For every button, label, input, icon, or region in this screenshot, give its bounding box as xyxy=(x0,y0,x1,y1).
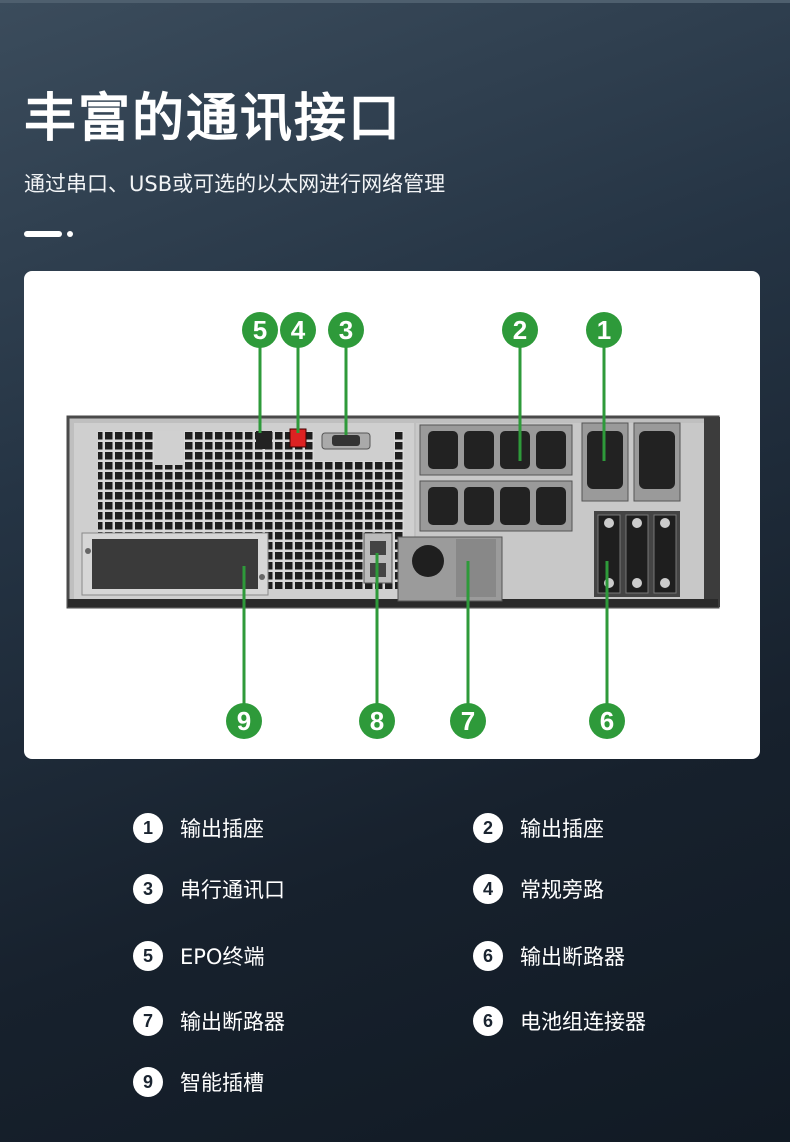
legend-item: 5 EPO终端 xyxy=(133,939,264,973)
callout-6-label: 6 xyxy=(600,706,614,736)
legend-number-badge: 7 xyxy=(133,1006,163,1036)
legend-item: 7 输出断路器 xyxy=(133,1004,285,1038)
outlet-group-2 xyxy=(419,424,573,532)
callout-5-label: 5 xyxy=(253,315,267,345)
callout-6-circle xyxy=(589,703,625,739)
callout-leader-lines xyxy=(242,346,609,707)
callout-3-circle xyxy=(328,312,364,348)
legend-number-badge: 3 xyxy=(133,874,163,904)
ups-rear-panel-illustration: 5 4 3 2 1 9 8 7 6 xyxy=(66,312,720,739)
page-title: 丰富的通讯接口 xyxy=(24,89,403,149)
callout-circles xyxy=(226,312,625,739)
legend-item: 4 常规旁路 xyxy=(473,872,604,906)
decorative-dot xyxy=(67,231,73,237)
legend-number-badge: 2 xyxy=(473,813,503,843)
legend-label: 输出断路器 xyxy=(180,1010,285,1034)
callout-8-label: 8 xyxy=(370,706,384,736)
legend-item: 6 输出断路器 xyxy=(473,939,625,973)
callout-2-label: 2 xyxy=(513,315,527,345)
legend-number-badge: 5 xyxy=(133,941,163,971)
legend-item: 6 电池组连接器 xyxy=(473,1004,646,1038)
legend-label: EPO终端 xyxy=(180,945,265,969)
legend-number-badge: 1 xyxy=(133,813,163,843)
callout-7-label: 7 xyxy=(461,706,475,736)
legend-number-badge: 6 xyxy=(473,1006,503,1036)
smart-slot xyxy=(81,532,269,596)
legend-number-badge: 6 xyxy=(473,941,503,971)
epo-terminal xyxy=(256,431,272,449)
callout-9-circle xyxy=(226,703,262,739)
decorative-dash xyxy=(24,231,62,237)
callout-9-label: 9 xyxy=(237,706,251,736)
output-breaker-block xyxy=(397,536,503,602)
legend-label: 串行通讯口 xyxy=(180,878,285,902)
legend-number-badge: 4 xyxy=(473,874,503,904)
callout-4-label: 4 xyxy=(291,315,306,345)
legend-item: 1 输出插座 xyxy=(133,811,264,845)
legend-label: 输出插座 xyxy=(520,817,604,841)
callout-4-circle xyxy=(280,312,316,348)
legend-label: 输出断路器 xyxy=(520,945,625,969)
callout-2-circle xyxy=(502,312,538,348)
legend-item: 2 输出插座 xyxy=(473,811,604,845)
output-breakers xyxy=(594,511,680,597)
callout-7-circle xyxy=(450,703,486,739)
legend-label: 常规旁路 xyxy=(520,878,604,902)
product-image-panel: 5 4 3 2 1 9 8 7 6 xyxy=(24,271,760,759)
callout-8-circle xyxy=(359,703,395,739)
legend-item: 3 串行通讯口 xyxy=(133,872,285,906)
top-border xyxy=(0,0,790,3)
legend-number-badge: 9 xyxy=(133,1067,163,1097)
callout-5-circle xyxy=(242,312,278,348)
legend-label: 智能插槽 xyxy=(180,1071,264,1095)
legend-label: 电池组连接器 xyxy=(520,1010,646,1034)
serial-port xyxy=(321,432,371,450)
legend-label: 输出插座 xyxy=(180,817,264,841)
callout-1-circle xyxy=(586,312,622,348)
callout-3-label: 3 xyxy=(339,315,353,345)
page-subtitle: 通过串口、USB或可选的以太网进行网络管理 xyxy=(24,172,446,196)
callout-1-label: 1 xyxy=(597,315,611,345)
legend-item: 9 智能插槽 xyxy=(133,1065,264,1099)
